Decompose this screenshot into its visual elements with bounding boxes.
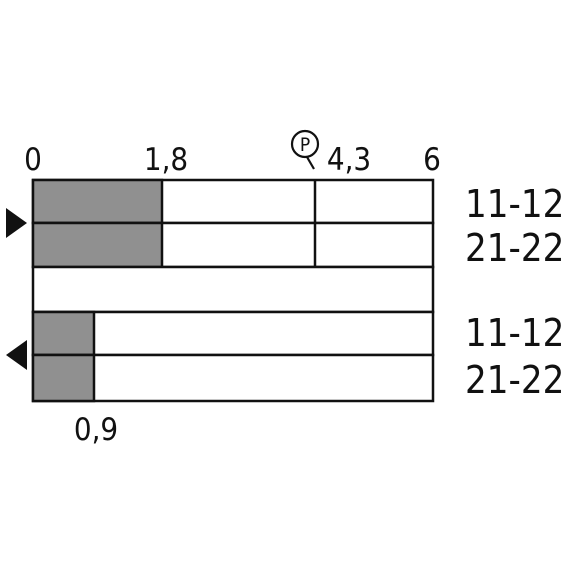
- row-right-11-12-bar: [31, 178, 164, 225]
- row-left-21-22-frame: [31, 353, 435, 403]
- triangle-right-icon: [6, 208, 27, 238]
- scale-label-0: 0: [24, 142, 42, 178]
- p-marker-tail: [306, 156, 315, 170]
- bottom-scale: 0,9: [74, 412, 118, 448]
- p-marker-circle-icon: [290, 129, 320, 159]
- row-left-21-22-bar: [31, 353, 96, 403]
- row-right-21-22-label: 21-22: [465, 226, 564, 270]
- triangle-left-icon: [6, 340, 27, 370]
- separator-row: [31, 265, 435, 314]
- scale-label-0-9: 0,9: [74, 412, 118, 448]
- row-right-11-12-label: 11-12: [465, 182, 564, 226]
- row-left-21-22-label: 21-22: [465, 358, 564, 402]
- scale-label-6: 6: [423, 142, 441, 178]
- scale-label-1-8: 1,8: [144, 142, 188, 178]
- scale-label-4-3: 4,3: [327, 142, 371, 178]
- top-scale: 0 1,8 4,3 6: [24, 142, 441, 178]
- row-left-11-12: 11-12: [31, 310, 564, 357]
- group-left: 11-12 21-22: [6, 310, 564, 403]
- row-left-11-12-frame: [31, 310, 435, 357]
- row-right-21-22-bar: [31, 221, 164, 269]
- p-marker: P: [290, 129, 320, 170]
- row-right-11-12: 11-12: [31, 178, 564, 226]
- group-right: 11-12 21-22: [6, 178, 564, 270]
- row-right-21-22: 21-22: [31, 221, 564, 270]
- row-left-11-12-bar: [31, 310, 96, 357]
- p-marker-label: P: [300, 134, 310, 156]
- row-left-21-22: 21-22: [31, 353, 564, 403]
- row-left-11-12-label: 11-12: [465, 311, 564, 355]
